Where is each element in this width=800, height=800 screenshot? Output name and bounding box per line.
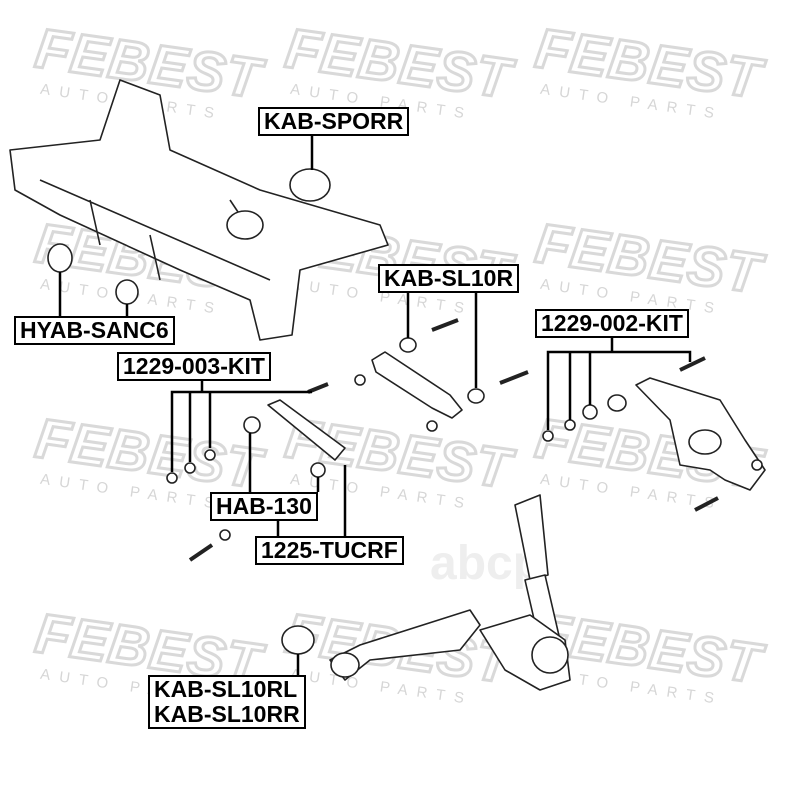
- label-hab-130: HAB-130: [210, 492, 318, 521]
- bushing-kab-sl10rl: [281, 625, 315, 655]
- label-hyab-sanc6: HYAB-SANC6: [14, 316, 175, 345]
- shock-absorber: [514, 494, 549, 581]
- label-kab-sl10rl-rr: KAB-SL10RL KAB-SL10RR: [148, 675, 306, 729]
- label-1225-tucrf: 1225-TUCRF: [255, 536, 404, 565]
- leader-lines: [58, 135, 692, 675]
- rear-subframe: [9, 79, 389, 341]
- label-1229-003-kit: 1229-003-KIT: [117, 352, 271, 381]
- label-kab-sl10r: KAB-SL10R: [378, 264, 520, 293]
- label-kab-sl10rr: KAB-SL10RR: [154, 701, 300, 727]
- upper-arm: [371, 351, 463, 419]
- label-kab-sporr: KAB-SPORR: [258, 107, 410, 136]
- lateral-link: [267, 399, 346, 461]
- bushing-kab-sporr: [289, 168, 331, 202]
- label-kab-sl10rl: KAB-SL10RL: [154, 676, 298, 702]
- bushing-hyab-sanc6: [47, 243, 73, 273]
- label-1229-002-kit: 1229-002-KIT: [535, 309, 689, 338]
